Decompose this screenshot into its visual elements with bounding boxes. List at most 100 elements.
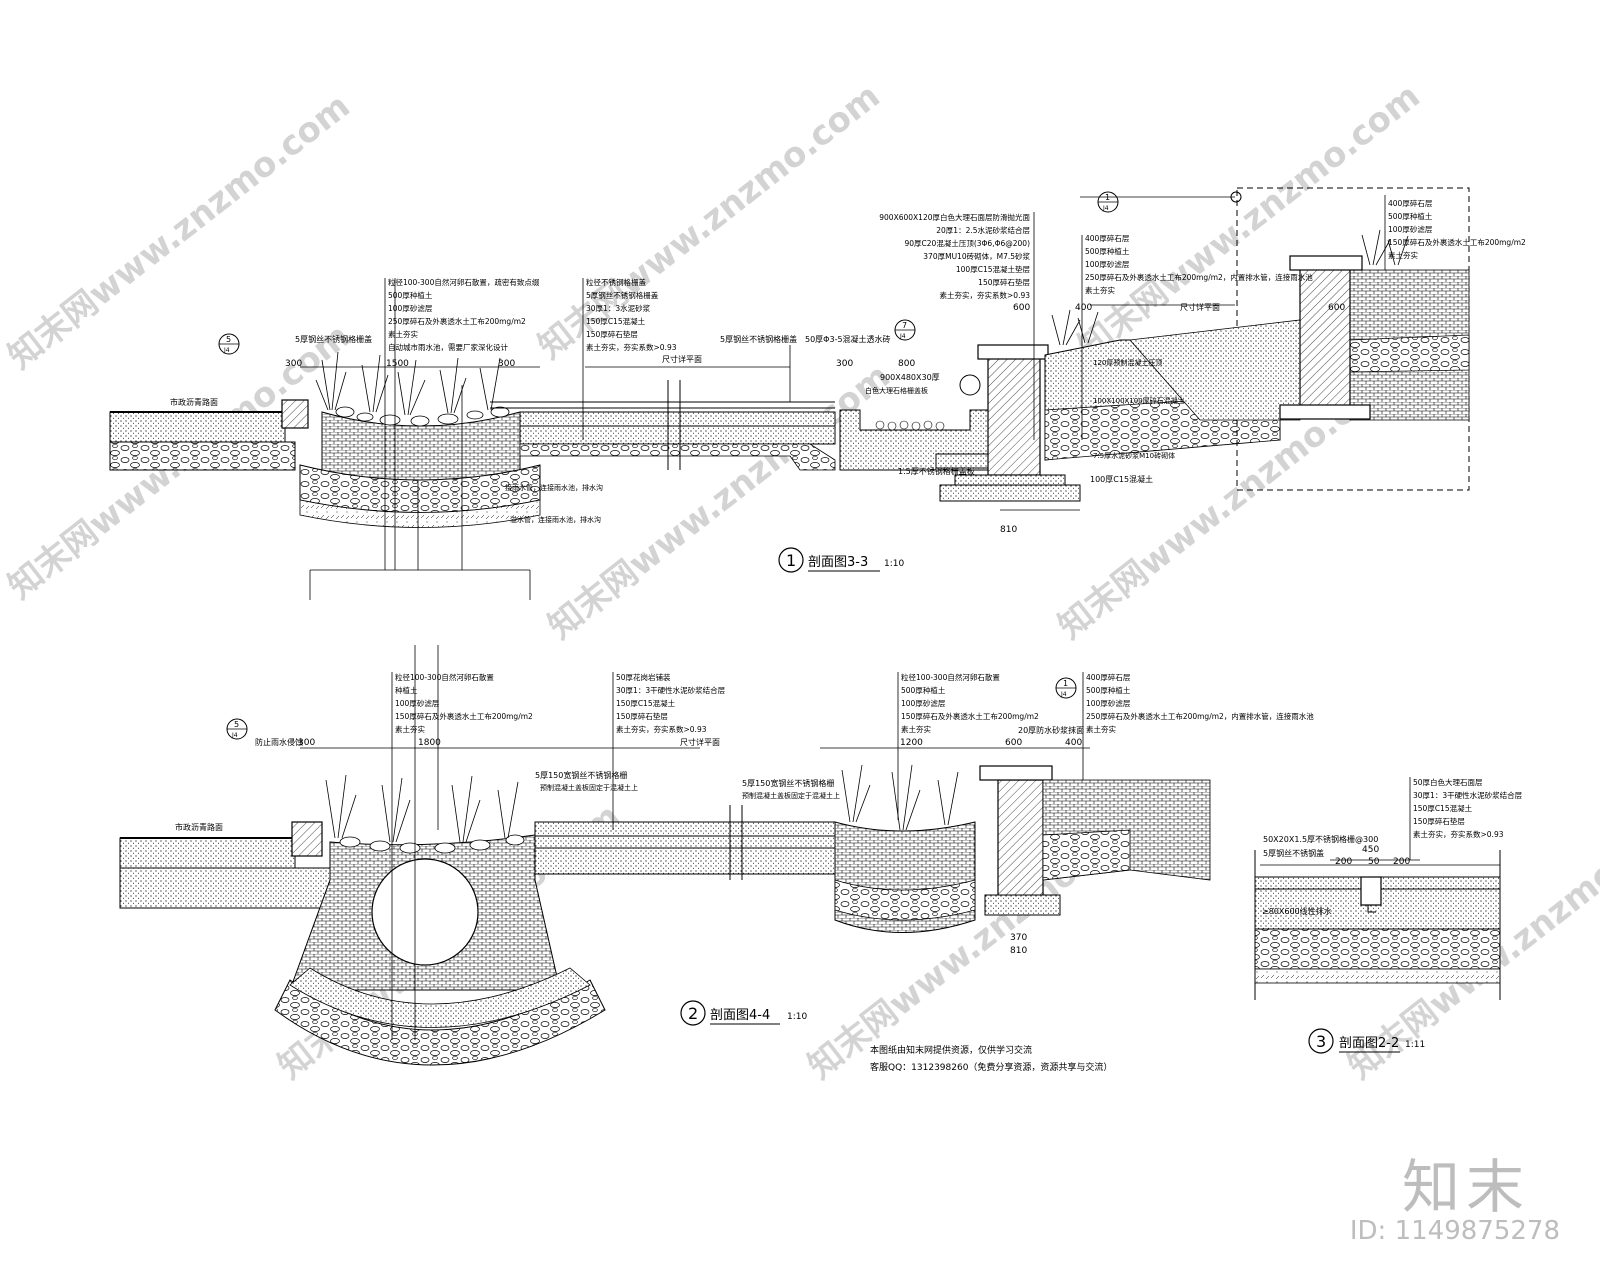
svg-text:J4: J4 xyxy=(1060,691,1067,698)
grass-icon xyxy=(315,351,501,416)
svg-text:5厚钢丝不锈钢格栅盖: 5厚钢丝不锈钢格栅盖 xyxy=(586,290,659,300)
svg-text:5: 5 xyxy=(226,335,231,344)
svg-text:50厚白色大理石面层: 50厚白色大理石面层 xyxy=(1413,777,1483,787)
pipe-note: 溢水管，连接雨水池，排水沟 xyxy=(510,515,601,524)
section-4-4 xyxy=(119,645,1211,1066)
svg-text:810: 810 xyxy=(1000,525,1017,535)
section-2-2-text: 50厚白色大理石面层 30厚1：3干硬性水泥砂浆结合层 150厚C15混凝土 1… xyxy=(1262,777,1523,1054)
reference-marker: 5 J4 1 J4 xyxy=(226,677,1077,740)
svg-text:150厚C15混凝土: 150厚C15混凝土 xyxy=(586,316,646,326)
svg-text:50: 50 xyxy=(1368,857,1380,867)
svg-text:1800: 1800 xyxy=(418,738,441,748)
callout-plant-bed: 粒径100-300自然河卵石散置，疏密有致点缀 500厚种植土 100厚砂滤层 … xyxy=(388,277,540,352)
svg-text:150厚碎石垫层: 150厚碎石垫层 xyxy=(1413,816,1465,826)
svg-text:素土夯实: 素土夯实 xyxy=(1388,250,1418,260)
svg-text:150厚碎石垫层: 150厚碎石垫层 xyxy=(616,711,668,721)
svg-text:250厚碎石及外裹透水土工布200mg/m2，内置排水管，连: 250厚碎石及外裹透水土工布200mg/m2，内置排水管，连接雨水池 xyxy=(1086,711,1314,721)
svg-text:7: 7 xyxy=(902,321,907,330)
level-label: 尺寸详平面 xyxy=(662,354,702,364)
steel-note: 预制混凝土盖板固定于混凝土上 xyxy=(742,791,840,800)
curb-label: 5厚钢丝不锈钢格栅盖 xyxy=(295,334,372,344)
svg-text:1:10: 1:10 xyxy=(787,1012,807,1022)
svg-text:500厚种植土: 500厚种植土 xyxy=(1085,246,1130,256)
grass-icon xyxy=(325,774,519,843)
reference-marker: 5 J4 7 J4 1 J4 xyxy=(218,191,1119,355)
svg-text:粒径100-300自然河卵石散置: 粒径100-300自然河卵石散置 xyxy=(395,672,494,682)
level-label: 尺寸详平面 xyxy=(680,737,720,747)
document-id: ID: 1149875278 xyxy=(1349,1216,1560,1246)
svg-text:300: 300 xyxy=(836,359,853,369)
svg-text:粒径不锈钢格栅盖: 粒径不锈钢格栅盖 xyxy=(586,277,646,287)
svg-text:剖面图2-2: 剖面图2-2 xyxy=(1339,1036,1399,1051)
svg-text:100厚C15混凝土垫层: 100厚C15混凝土垫层 xyxy=(956,264,1031,274)
grass-icon xyxy=(1361,229,1409,266)
svg-text:素土夯实: 素土夯实 xyxy=(901,724,931,734)
svg-text:J4: J4 xyxy=(223,347,230,354)
footnote: 本图纸由知末网提供资源，仅供学习交流 xyxy=(870,1044,1032,1056)
svg-text:150厚碎石垫层: 150厚碎石垫层 xyxy=(586,329,638,339)
svg-text:20厚1：2.5水泥砂浆结合层: 20厚1：2.5水泥砂浆结合层 xyxy=(936,225,1030,235)
svg-text:500厚种植土: 500厚种植土 xyxy=(388,290,433,300)
svg-text:素土夯实: 素土夯实 xyxy=(1085,285,1115,295)
svg-text:300: 300 xyxy=(498,359,515,369)
grass-icon xyxy=(1051,309,1099,346)
svg-text:素土夯实，夯实系数>0.93: 素土夯实，夯实系数>0.93 xyxy=(940,290,1031,300)
watermark-text: 知末网www.znzmo.com xyxy=(1,86,358,377)
grate-note: 白色大理石格栅盖板 xyxy=(865,386,928,395)
svg-text:J4: J4 xyxy=(899,333,906,340)
cap-note: 20厚防水砂浆抹面 xyxy=(1018,725,1084,735)
road-label: 市政沥青路面 xyxy=(170,397,218,407)
base-label: 100X100X100厚碎石混凝土 xyxy=(1093,396,1185,405)
svg-text:600: 600 xyxy=(1013,303,1030,313)
footnote: 客服QQ：1312398260（免费分享资源，资源共享与交流） xyxy=(870,1061,1112,1073)
cover-label: 5厚钢丝不锈钢盖 xyxy=(1263,848,1324,858)
callout-right: 粒径100-300自然河卵石散置 500厚种植土 100厚砂滤层 150厚碎石及… xyxy=(901,672,1039,734)
svg-text:粒径100-300自然河卵石散置，疏密有致点缀: 粒径100-300自然河卵石散置，疏密有致点缀 xyxy=(388,277,540,287)
svg-text:600: 600 xyxy=(1328,303,1345,313)
svg-text:2: 2 xyxy=(688,1004,698,1023)
svg-text:1:11: 1:11 xyxy=(1405,1040,1425,1050)
svg-text:500厚种植土: 500厚种植土 xyxy=(1388,211,1433,221)
callout-far-right: 400厚碎石层 500厚种植土 100厚砂滤层 250厚碎石及外裹透水土工布20… xyxy=(1086,672,1314,734)
callout-paving: 粒径不锈钢格栅盖 5厚钢丝不锈钢格栅盖 30厚1：3水泥砂浆 150厚C15混凝… xyxy=(586,277,677,352)
svg-text:600: 600 xyxy=(1005,738,1022,748)
grate-label: 50X20X1.5厚不锈钢格栅@300 xyxy=(1263,834,1378,844)
svg-text:自动城市雨水池，需要厂家深化设计: 自动城市雨水池，需要厂家深化设计 xyxy=(388,342,508,352)
svg-text:250厚碎石及外裹透水土工布200mg/m2: 250厚碎石及外裹透水土工布200mg/m2 xyxy=(388,316,526,326)
callout-left: 粒径100-300自然河卵石散置 种植土 100厚砂滤层 150厚碎石及外裹透水… xyxy=(395,672,533,734)
svg-text:5: 5 xyxy=(234,720,239,729)
section-3-3-text: 市政沥青路面 5厚钢丝不锈钢格栅盖 5厚钢丝不锈钢格栅盖 50厚Φ3-5混凝土透… xyxy=(170,191,1526,573)
svg-text:800: 800 xyxy=(898,359,915,369)
dimension-text: 450 200 50 200 xyxy=(1335,845,1410,867)
svg-text:400厚碎石层: 400厚碎石层 xyxy=(1085,233,1130,243)
svg-text:100厚砂滤层: 100厚砂滤层 xyxy=(1388,224,1433,234)
section-2-2 xyxy=(1254,777,1501,1000)
svg-text:1: 1 xyxy=(1105,193,1110,202)
svg-text:素土夯实: 素土夯实 xyxy=(388,329,418,339)
svg-text:30厚1：3水泥砂浆: 30厚1：3水泥砂浆 xyxy=(586,303,651,313)
inlet-label: 5厚钢丝不锈钢格栅盖 xyxy=(720,334,797,344)
brand-logo: 知末 xyxy=(1401,1153,1530,1221)
callout-mid: 50厚花岗岩铺装 30厚1：3干硬性水泥砂浆结合层 150厚C15混凝土 150… xyxy=(616,672,726,734)
road-label: 市政沥青路面 xyxy=(175,822,223,832)
callout-wall: 900X600X120厚白色大理石面层防滑抛光面 20厚1：2.5水泥砂浆结合层… xyxy=(879,212,1030,300)
level-label: 尺寸详平面 xyxy=(1180,302,1220,312)
svg-text:素土夯实: 素土夯实 xyxy=(395,724,425,734)
svg-text:150厚碎石及外裹透水土工布200mg/m2: 150厚碎石及外裹透水土工布200mg/m2 xyxy=(901,711,1039,721)
section-title-2-2: 3 剖面图2-2 1:11 xyxy=(1308,1028,1425,1054)
svg-text:100厚砂滤层: 100厚砂滤层 xyxy=(1085,259,1130,269)
svg-text:500厚种植土: 500厚种植土 xyxy=(901,685,946,695)
svg-text:400: 400 xyxy=(1075,303,1092,313)
svg-text:150厚C15混凝土: 150厚C15混凝土 xyxy=(1413,803,1473,813)
svg-text:100厚砂滤层: 100厚砂滤层 xyxy=(901,698,946,708)
svg-text:J4: J4 xyxy=(1102,205,1109,212)
svg-text:400: 400 xyxy=(1065,738,1082,748)
svg-text:3: 3 xyxy=(1316,1032,1326,1051)
grate-label: 900X480X30厚 xyxy=(880,373,940,382)
svg-text:500厚种植土: 500厚种植土 xyxy=(1086,685,1131,695)
drain-note: 1.5厚不锈钢格栅盖板 xyxy=(898,466,975,476)
svg-text:素土夯实，夯实系数>0.93: 素土夯实，夯实系数>0.93 xyxy=(586,342,677,352)
svg-text:种植土: 种植土 xyxy=(395,685,418,695)
steel-label: 5厚150宽钢丝不锈钢格栅 xyxy=(742,778,834,788)
